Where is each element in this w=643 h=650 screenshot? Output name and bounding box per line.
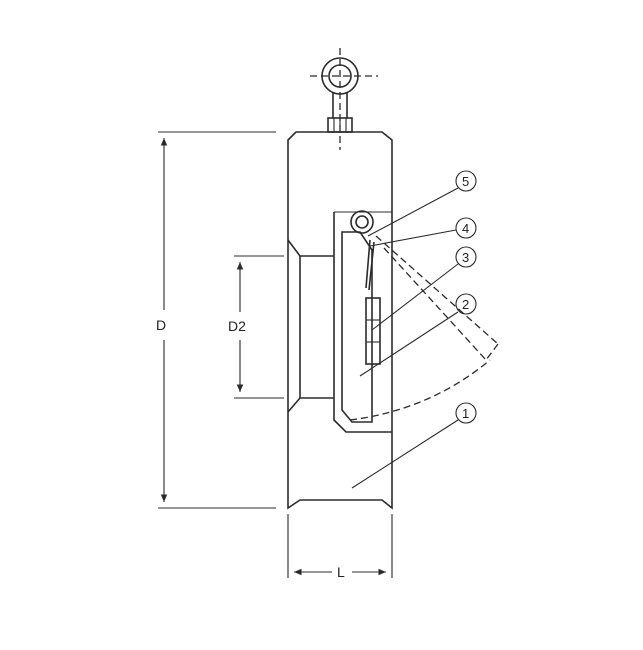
callout-4-number: 4 (462, 221, 469, 236)
callout-1: 1 (351, 402, 477, 489)
dimension-D2-label: D2 (228, 318, 246, 334)
valve-disc (341, 231, 373, 423)
valve-body (287, 131, 393, 510)
callout-2: 2 (359, 293, 477, 377)
disc-nut (365, 297, 381, 365)
dimension-D: D (156, 131, 276, 509)
callout-2-number: 2 (462, 297, 469, 312)
callout-3: 3 (371, 246, 477, 331)
dimension-L: L (287, 514, 393, 580)
eye-bolt (310, 48, 378, 150)
callout-5: 5 (367, 170, 477, 237)
callout-3-number: 3 (462, 250, 469, 265)
callout-4: 4 (369, 217, 477, 247)
callout-1-number: 1 (462, 406, 469, 421)
dimension-D2: D2 (228, 255, 284, 399)
dimension-L-label: L (337, 564, 345, 580)
hinge-pin (350, 210, 375, 291)
dimension-D-label: D (156, 317, 166, 333)
callout-5-number: 5 (462, 174, 469, 189)
disc-open-position-phantom (349, 235, 499, 421)
